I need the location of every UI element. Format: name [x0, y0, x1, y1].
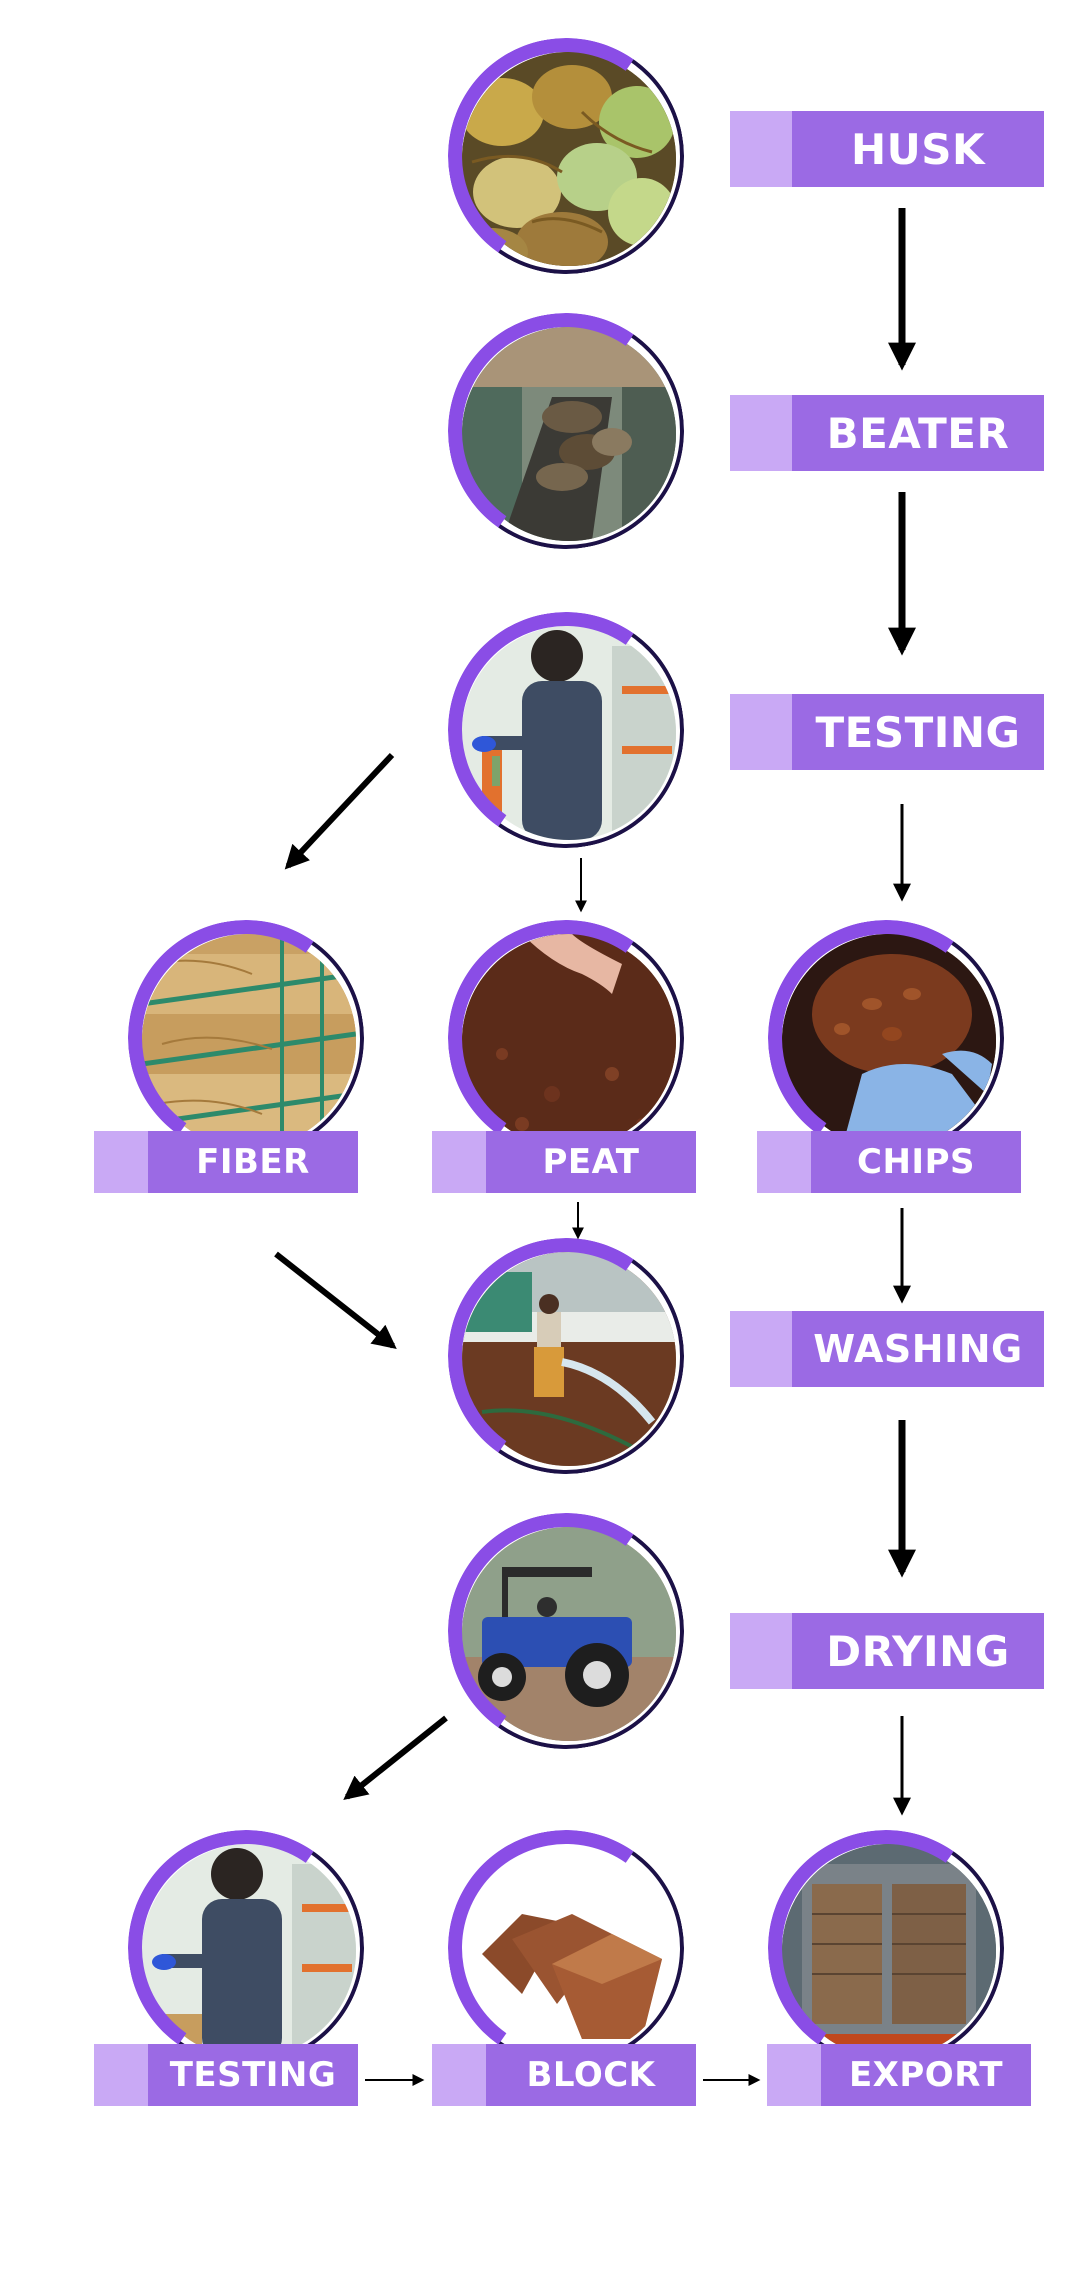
peat-photo: [448, 920, 684, 1156]
husk-photo: [448, 38, 684, 274]
washing-photo: [448, 1238, 684, 1474]
testing-2-label: TESTING: [94, 2044, 358, 2106]
arrow-fiber-washing: [274, 1251, 397, 1349]
beater-label: BEATER: [730, 395, 1044, 471]
husk-label: HUSK: [730, 111, 1044, 187]
drying-photo: [448, 1513, 684, 1749]
beater-label-text: BEATER: [826, 408, 1010, 458]
testing-label: TESTING: [730, 694, 1044, 770]
testing-2-label-text: TESTING: [169, 2055, 337, 2095]
testing-label-text: TESTING: [815, 707, 1021, 757]
arrow-testing-fiber: [284, 752, 395, 870]
washing-label-text: WASHING: [813, 1327, 1023, 1371]
fiber-photo: [128, 920, 364, 1156]
export-label: EXPORT: [767, 2044, 1031, 2106]
washing-label: WASHING: [730, 1311, 1044, 1387]
peat-label-text: PEAT: [542, 1142, 640, 1182]
testing-photo: [448, 612, 684, 848]
drying-label: DRYING: [730, 1613, 1044, 1689]
export-photo: [768, 1830, 1004, 2066]
block-photo: [448, 1830, 684, 2066]
chips-photo: [768, 920, 1004, 1156]
beater-photo: [448, 313, 684, 549]
block-label: BLOCK: [432, 2044, 696, 2106]
block-label-text: BLOCK: [526, 2055, 656, 2095]
chips-label: CHIPS: [757, 1131, 1021, 1193]
fiber-label-text: FIBER: [196, 1142, 310, 1182]
husk-label-text: HUSK: [850, 124, 986, 174]
export-label-text: EXPORT: [848, 2055, 1004, 2095]
peat-label: PEAT: [432, 1131, 696, 1193]
fiber-label: FIBER: [94, 1131, 358, 1193]
arrow-drying-testing: [343, 1715, 448, 1800]
drying-label-text: DRYING: [826, 1626, 1010, 1676]
testing-2-photo: [128, 1830, 364, 2066]
chips-label-text: CHIPS: [857, 1142, 975, 1182]
